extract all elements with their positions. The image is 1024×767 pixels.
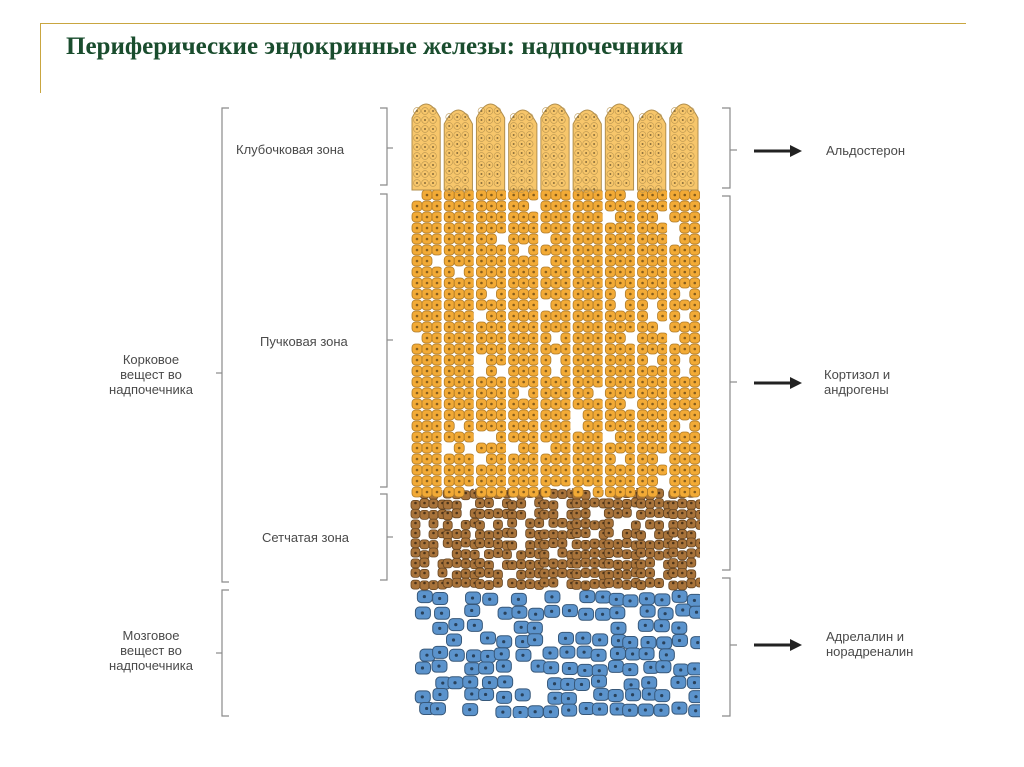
medulla-bracket (221, 589, 229, 717)
cortex-label-line-3: надпочечника (109, 382, 193, 397)
reticularis-bracket (380, 493, 388, 581)
medulla-label-line-2: вещест во (120, 643, 182, 658)
right-bracket-fasciculata (722, 195, 731, 571)
hormone-label-cortisol-line-1: Кортизол и (824, 367, 891, 382)
arrow-head-glomerulosa (790, 145, 802, 157)
medulla-label: Мозговое вещест во надпочечника (95, 628, 207, 673)
slide-frame-left-line (40, 23, 41, 93)
right-bracket-medulla (722, 577, 731, 717)
zone-label-reticularis: Сетчатая зона (262, 530, 350, 545)
cortex-bracket (221, 107, 229, 583)
medulla-label-line-1: Мозговое (122, 628, 180, 643)
medulla-label-line-3: надпочечника (109, 658, 193, 673)
hormone-label-cortisol-line-2: андрогены (824, 382, 889, 397)
cortex-label-line-1: Корковое (122, 352, 180, 367)
hormone-label-adrenaline: Адрелалин и норадреналин (826, 629, 913, 659)
right-bracket-glomerulosa (722, 107, 731, 189)
hormone-label-aldosterone: Альдостерон (826, 143, 905, 158)
cortex-label: Корковое вещест во надпочечника (95, 352, 207, 397)
fasciculata-bracket (380, 193, 388, 488)
hormone-label-adrenaline-line-1: Адрелалин и (826, 629, 904, 644)
arrow-head-medulla (790, 639, 802, 651)
zone-label-glomerulosa: Клубочковая зона (236, 142, 345, 157)
arrow-head-fasciculata (790, 377, 802, 389)
slide-title: Периферические эндокринные железы: надпо… (66, 33, 684, 60)
zone-label-fasciculata: Пучковая зона (260, 334, 348, 349)
cortex-label-line-2: вещест во (120, 367, 182, 382)
hormone-label-aldosterone-line-1: Альдостерон (826, 143, 906, 158)
glomerulosa-bracket (380, 107, 388, 186)
tissue-illustration (410, 100, 700, 718)
hormone-label-cortisol: Кортизол и андрогены (824, 367, 890, 397)
hormone-label-adrenaline-line-2: норадреналин (826, 644, 914, 659)
slide-frame-top-line (40, 23, 966, 24)
